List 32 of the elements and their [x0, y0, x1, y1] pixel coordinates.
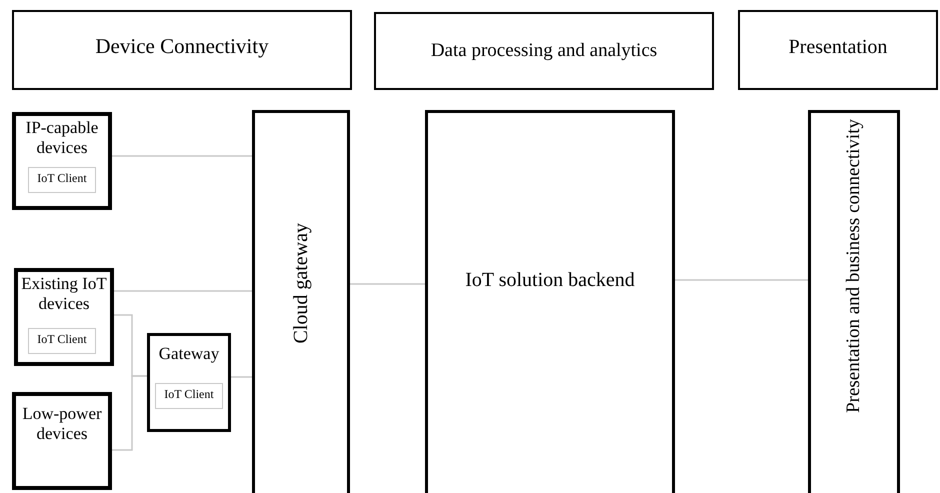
box-label: IoT Client [37, 333, 87, 347]
connector-line [231, 376, 252, 378]
box-label: IP-capable devices [24, 118, 100, 158]
component-box [252, 110, 350, 493]
box-label: Data processing and analytics [430, 40, 658, 62]
box-label: Presentation [788, 36, 888, 59]
device-box [14, 268, 114, 366]
box-label: Device Connectivity [95, 34, 269, 58]
box-label: Gateway [158, 344, 220, 364]
component-box [425, 110, 675, 493]
client-box [155, 383, 223, 409]
connector-line [112, 375, 147, 451]
box-label: Low-power devices [21, 404, 103, 444]
column-header-box [738, 10, 938, 90]
connector-line [675, 279, 808, 281]
box-label: Existing IoT devices [20, 274, 108, 314]
gateway-box [147, 333, 231, 432]
box-label: Cloud gateway [290, 223, 312, 344]
device-box [12, 392, 112, 490]
client-box [28, 167, 96, 193]
connector-line [112, 155, 252, 157]
component-box [808, 110, 900, 493]
connector-line [350, 283, 425, 285]
device-box [12, 112, 112, 210]
box-label: IoT Client [37, 172, 87, 186]
box-label: IoT solution backend [465, 269, 635, 292]
client-box [28, 328, 96, 354]
column-header-box [374, 12, 714, 90]
connector-line [114, 290, 252, 292]
column-header-box [12, 10, 352, 90]
box-label: Presentation and business connectivity [843, 119, 865, 413]
box-label: IoT Client [164, 388, 214, 402]
